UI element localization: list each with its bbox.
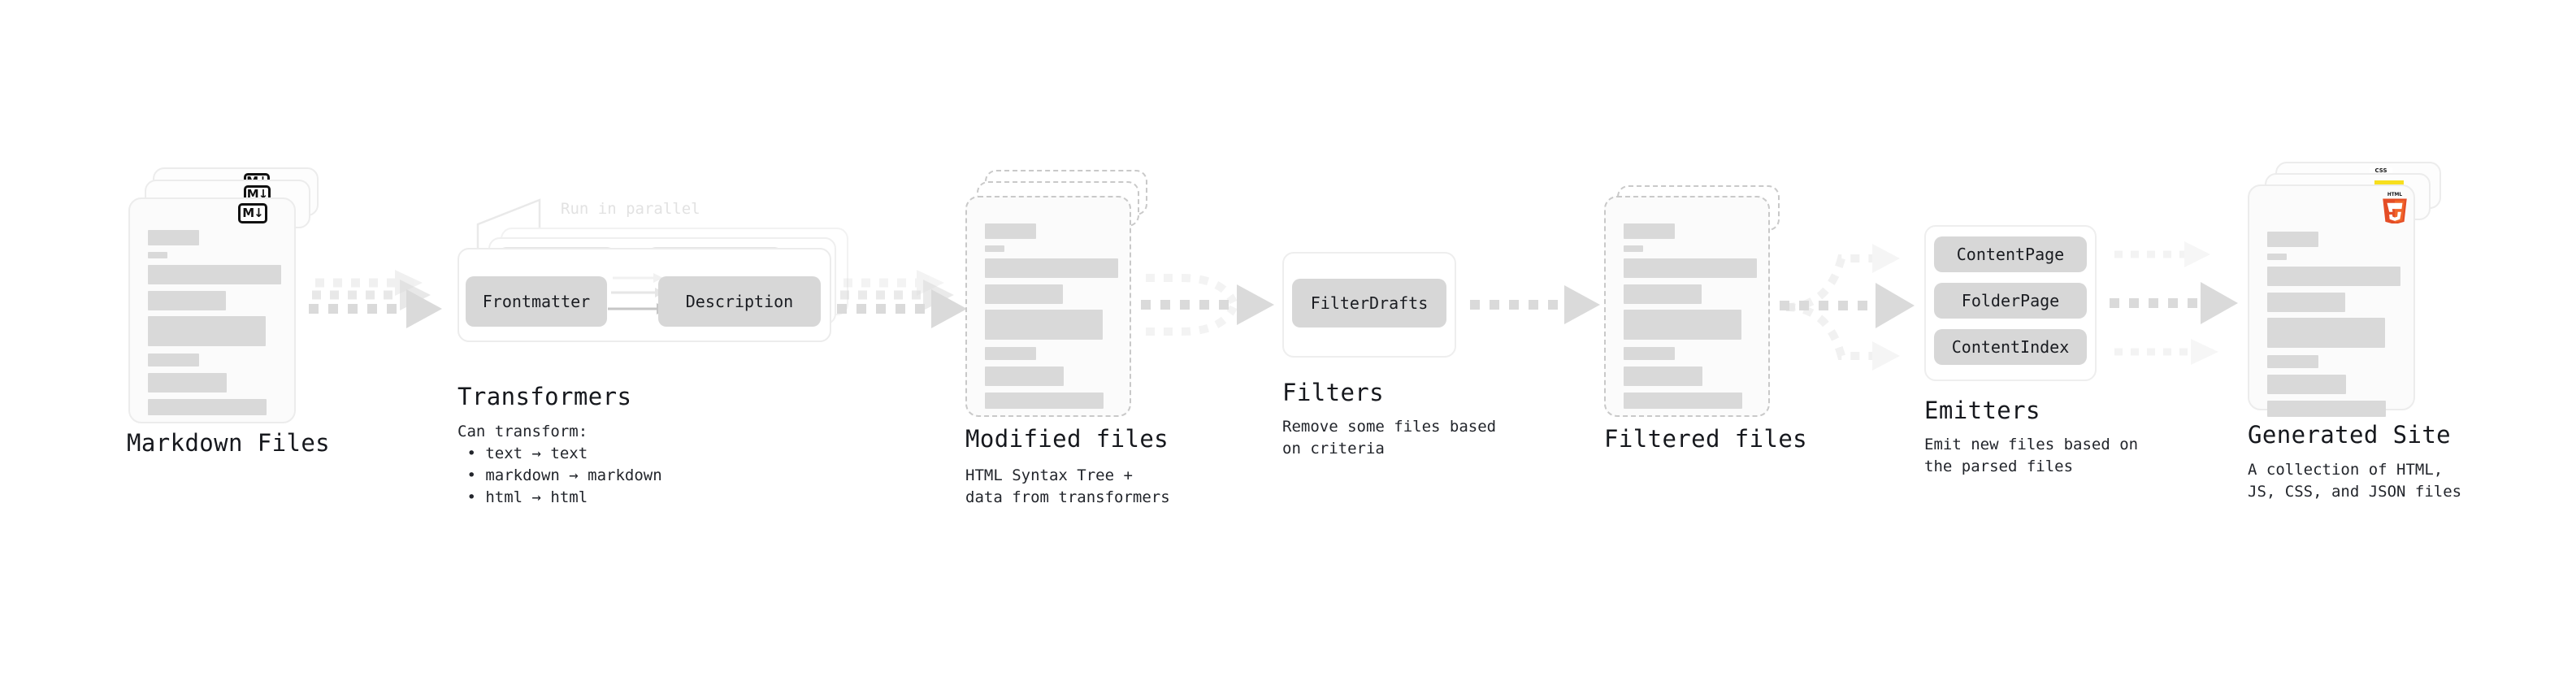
site-card-front [2248, 184, 2415, 417]
run-in-parallel-bracket [476, 198, 541, 252]
connector-filtered-to-emitters [1780, 244, 1915, 371]
card-bar [1624, 367, 1702, 386]
card-bar [2267, 375, 2346, 394]
emitter-node-folderpage[interactable]: FolderPage [1934, 283, 2087, 319]
card-bar [985, 367, 1064, 386]
card-bar [985, 258, 1118, 278]
markdown-badge-glyph: M↓ [242, 205, 264, 220]
html5-badge: HTML [2383, 193, 2407, 223]
stage-title-markdown-files: Markdown Files [127, 429, 331, 457]
card-bar [148, 354, 199, 367]
card-bar [2267, 267, 2400, 286]
transformer-node-frontmatter[interactable]: Frontmatter [466, 276, 607, 327]
card-bar [148, 291, 226, 310]
card-bar [1624, 393, 1742, 409]
emitter-node-contentindex[interactable]: ContentIndex [1934, 329, 2087, 365]
card-bar [985, 347, 1036, 360]
card-bar [148, 373, 227, 393]
card-bar [2267, 232, 2318, 247]
stage-desc-modified-files: HTML Syntax Tree + data from transformer… [965, 466, 1170, 506]
card-bar [2267, 254, 2287, 260]
emitter-node-label: ContentPage [1956, 245, 2065, 264]
card-bar [148, 399, 267, 415]
filtered-card-front [1604, 196, 1770, 417]
card-bar [1624, 310, 1741, 340]
stage-title-filtered-files: Filtered files [1604, 425, 1808, 453]
emitter-node-label: FolderPage [1961, 291, 2060, 310]
stage-title-transformers: Transformers [458, 383, 632, 410]
card-bar [2267, 401, 2386, 417]
transformer-node-description[interactable]: Description [658, 276, 821, 327]
card-bar [1624, 245, 1643, 252]
transformer-node-label: Frontmatter [482, 292, 591, 311]
markdown-badge-front: M↓ [238, 203, 267, 223]
filter-node-filterdrafts[interactable]: FilterDrafts [1292, 279, 1446, 327]
emitter-node-contentpage[interactable]: ContentPage [1934, 236, 2087, 272]
transformer-node-label: Description [685, 292, 794, 311]
stage-title-filters: Filters [1282, 379, 1385, 406]
run-in-parallel-label: Run in parallel [561, 200, 700, 218]
connector-md-to-transformers [309, 270, 442, 328]
connector-emitters-to-site [2110, 241, 2238, 365]
emitter-node-label: ContentIndex [1951, 337, 2070, 357]
stage-desc-filters: Remove some files based on criteria [1282, 418, 1497, 458]
card-bar [148, 252, 167, 258]
stage-desc-generated-site: A collection of HTML, JS, CSS, and JSON … [2248, 461, 2462, 501]
card-bar [985, 245, 1004, 252]
markdown-badge-glyph: M↓ [246, 186, 269, 202]
stage-desc-transformers: Can transform: • text → text • markdown … [458, 423, 662, 506]
card-bar [148, 230, 199, 245]
stage-desc-emitters: Emit new files based on the parsed files [1924, 436, 2139, 475]
card-bar [985, 393, 1104, 409]
card-bar [985, 310, 1103, 340]
filter-node-label: FilterDrafts [1310, 293, 1429, 313]
markdown-card-front [128, 197, 296, 423]
connector-transformers-to-modified [837, 270, 967, 328]
card-bar [2267, 293, 2345, 312]
card-bar [1624, 223, 1675, 239]
modified-card-front [965, 196, 1131, 417]
css-badge-label: CSS [2374, 167, 2387, 174]
card-bar [1624, 284, 1702, 304]
card-bar [1624, 347, 1675, 360]
connector-filters-to-filtered [1470, 285, 1600, 324]
card-bar [148, 265, 281, 284]
card-bar [985, 284, 1063, 304]
card-bar [148, 316, 266, 346]
stage-title-emitters: Emitters [1924, 397, 2040, 424]
stage-title-modified-files: Modified files [965, 425, 1169, 453]
html5-badge-label: HTML [2387, 193, 2402, 197]
stage-title-generated-site: Generated Site [2248, 421, 2452, 449]
card-bar [2267, 318, 2385, 348]
card-bar [2267, 355, 2318, 368]
card-bar [1624, 258, 1757, 278]
connector-modified-to-filters [1141, 274, 1274, 336]
card-bar [985, 223, 1036, 239]
